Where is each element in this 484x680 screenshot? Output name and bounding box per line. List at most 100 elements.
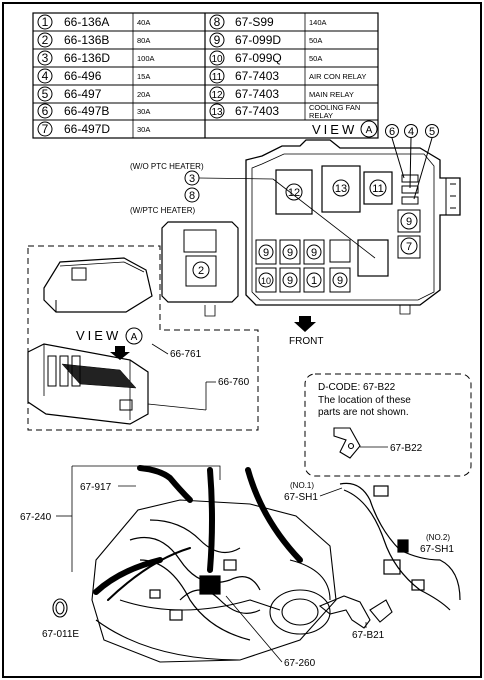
parts-row-5: 5 66-497 20A xyxy=(37,86,150,102)
rating: AIR CON RELAY xyxy=(309,72,366,81)
part-number: 66-497B xyxy=(64,104,109,118)
bracket-67-b22-icon xyxy=(333,427,361,459)
rating: MAIN RELAY xyxy=(309,90,354,99)
svg-text:67-240: 67-240 xyxy=(20,512,52,523)
relay-box-body xyxy=(27,343,149,425)
parts-row-13: 13 67-7403 COOLING FAN RELAY xyxy=(209,103,360,120)
part-number: 66-496 xyxy=(64,69,102,83)
label-66-760: 66-760 xyxy=(147,377,250,411)
label-67-sh1-no2: (NO.2) 67-SH1 xyxy=(420,533,454,555)
svg-text:(W/O PTC HEATER): (W/O PTC HEATER) xyxy=(130,162,204,171)
parts-row-2: 2 66-136B 80A xyxy=(37,32,150,48)
svg-text:(W/PTC HEATER): (W/PTC HEATER) xyxy=(130,206,196,215)
parts-row-6: 6 66-497B 30A xyxy=(37,103,150,119)
row-number: 5 xyxy=(42,87,49,101)
fuse-box-top-view xyxy=(204,137,461,317)
row-number: 3 xyxy=(42,51,49,65)
part-number: 66-497 xyxy=(64,87,102,101)
part-number: 66-136D xyxy=(64,51,110,65)
svg-text:9: 9 xyxy=(287,275,293,287)
svg-text:4: 4 xyxy=(408,126,414,138)
svg-text:3: 3 xyxy=(189,173,195,185)
dcode-note-line2: parts are not shown. xyxy=(318,407,409,418)
label-67-011e: 67-011E xyxy=(42,629,79,640)
svg-text:9: 9 xyxy=(287,247,293,259)
row-number: 10 xyxy=(211,54,223,65)
svg-text:VIEW: VIEW xyxy=(76,328,121,343)
part-number: 67-7403 xyxy=(235,69,279,83)
svg-text:9: 9 xyxy=(311,247,317,259)
callout-2: 2 xyxy=(198,265,204,277)
parts-row-3: 3 66-136D 100A xyxy=(37,50,155,66)
dashed-box-outline xyxy=(27,245,259,431)
svg-text:9: 9 xyxy=(337,275,343,287)
ptc-fuse-block xyxy=(161,221,239,303)
main-wire-harness xyxy=(129,519,261,641)
fuse-box-callouts: 12 13 11 9 7 9 9 9 10 9 1 9 6 4 5 xyxy=(258,124,439,288)
bracket-67-b21-icon xyxy=(318,595,393,629)
svg-text:66-761: 66-761 xyxy=(170,349,202,360)
rating: 100A xyxy=(137,54,155,63)
svg-text:9: 9 xyxy=(263,247,269,259)
row-number: 11 xyxy=(212,72,223,83)
svg-text:(NO.1): (NO.1) xyxy=(290,481,314,490)
svg-text:VIEW: VIEW xyxy=(312,122,357,137)
harness-bracket-outline xyxy=(72,465,221,480)
dcode-box xyxy=(304,373,472,477)
row-number: 6 xyxy=(42,104,49,118)
parts-table xyxy=(32,12,379,139)
row-number: 12 xyxy=(211,90,223,101)
row-number: 1 xyxy=(42,15,49,29)
row-number: 2 xyxy=(42,33,49,47)
svg-text:12: 12 xyxy=(288,187,300,199)
svg-text:5: 5 xyxy=(429,126,435,138)
svg-text:10: 10 xyxy=(261,276,271,286)
rating: 40A xyxy=(137,18,150,27)
label-67-260: 67-260 xyxy=(225,595,316,669)
parts-row-9: 9 67-099D 50A xyxy=(209,32,322,48)
svg-text:1: 1 xyxy=(311,275,317,287)
label-66-761: 66-761 xyxy=(151,343,202,360)
rating: 80A xyxy=(137,36,150,45)
relay-box-cover xyxy=(43,257,153,313)
rating: 140A xyxy=(309,18,327,27)
parts-row-1: 1 66-136A 40A xyxy=(37,14,150,30)
rating: 30A xyxy=(137,125,150,134)
svg-text:67-260: 67-260 xyxy=(284,658,316,669)
rating-line-2: RELAY xyxy=(309,111,333,120)
svg-text:67-SH1: 67-SH1 xyxy=(284,492,318,503)
view-a-label-top: VIEW A xyxy=(312,120,378,138)
part-number: 67-7403 xyxy=(235,87,279,101)
label-67-b21: 67-B21 xyxy=(352,622,385,641)
parts-row-10: 10 67-099Q 50A xyxy=(209,50,322,66)
part-number: 66-136B xyxy=(64,33,109,47)
label-67-b22: 67-B22 xyxy=(390,443,423,454)
label-67-917: 67-917 xyxy=(80,482,136,493)
parts-row-4: 4 66-496 15A xyxy=(37,68,150,84)
part-number: 66-497D xyxy=(64,122,110,136)
rating: 20A xyxy=(137,90,150,99)
rating: 15A xyxy=(137,72,150,81)
label-67-240: 67-240 xyxy=(20,466,73,572)
rating: 30A xyxy=(137,107,150,116)
parts-row-8: 8 67-S99 140A xyxy=(209,14,327,30)
svg-text:8: 8 xyxy=(189,190,195,202)
rating: 50A xyxy=(309,54,322,63)
vehicle-body xyxy=(91,499,337,663)
parts-row-7: 7 66-497D 30A xyxy=(37,121,150,137)
shield-harness xyxy=(339,482,461,611)
svg-text:6: 6 xyxy=(389,126,395,138)
svg-text:67-B21: 67-B21 xyxy=(352,630,385,641)
view-a-label-mid: VIEW A xyxy=(76,327,143,360)
row-number: 4 xyxy=(42,69,49,83)
part-number: 67-S99 xyxy=(235,15,274,29)
harness-bands xyxy=(93,465,303,601)
part-number: 67-099Q xyxy=(235,51,282,65)
svg-text:13: 13 xyxy=(335,183,347,195)
row-number: 8 xyxy=(214,15,221,29)
svg-text:67-SH1: 67-SH1 xyxy=(420,544,454,555)
svg-text:11: 11 xyxy=(372,183,383,195)
svg-text:A: A xyxy=(366,125,373,136)
dcode-note-line1: The location of these xyxy=(318,395,411,406)
